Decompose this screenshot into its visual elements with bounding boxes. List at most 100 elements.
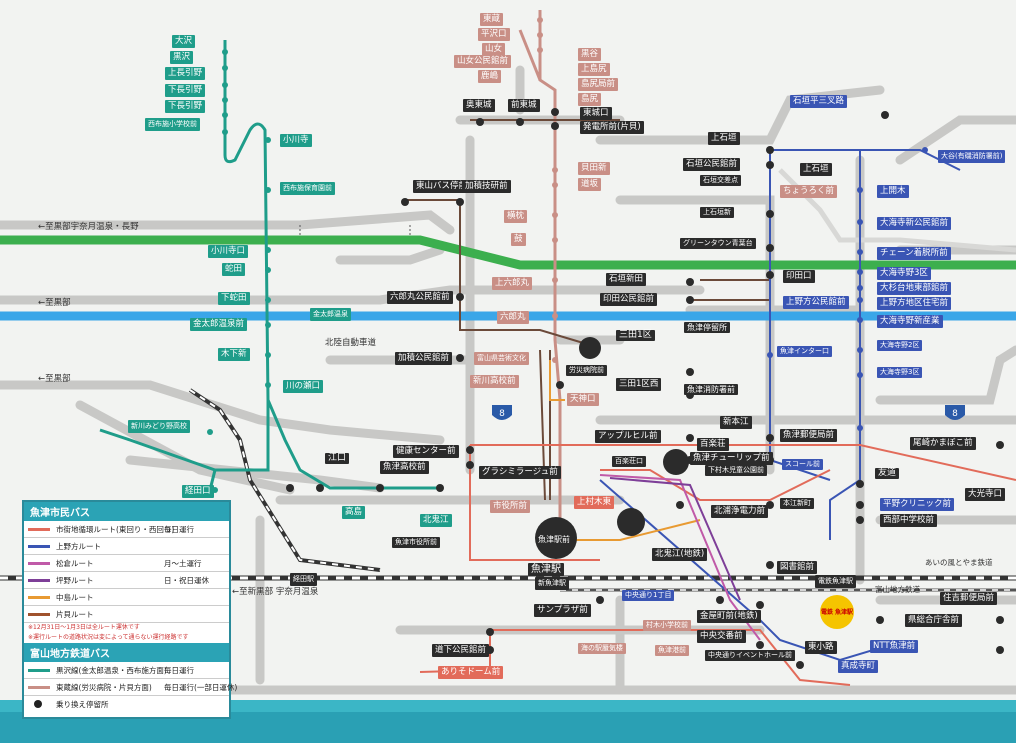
stop-uozu-fire-station[interactable]: 魚津消防署前	[684, 384, 738, 395]
stop-ozaki-kamaboko[interactable]: 尾崎かまぼこ前	[910, 437, 976, 450]
stop-kurosawa[interactable]: 黒沢	[170, 51, 194, 64]
stop-shimojada[interactable]: 下蛇田	[218, 292, 250, 305]
stop-kintaro-onsen[interactable]: 金太郎温泉	[310, 308, 351, 321]
stop-toyama-arts[interactable]: 富山県芸術文化	[474, 352, 529, 365]
stop-ishigaki-shinden[interactable]: 石垣新田	[606, 273, 647, 286]
stop-inden-hall[interactable]: 印田公民館前	[600, 293, 658, 306]
stop-seibu-jhs[interactable]: 西部中学校前	[880, 514, 938, 527]
stop-chuo-event-hall[interactable]: 中央通りイベントホール前	[705, 650, 795, 661]
stop-nishifuse-school[interactable]: 西布施小学校前	[145, 118, 200, 131]
stop-osawa[interactable]: 大沢	[172, 35, 196, 48]
stop-kamiishigaki[interactable]: 上石垣	[708, 132, 740, 145]
stop-shinkawa-midorino-hs[interactable]: 新川みどり野高校	[128, 420, 190, 433]
stop-kaminogata-housing[interactable]: 上野方地区住宅前	[877, 297, 952, 310]
stop-ariso-dome[interactable]: ありそドーム前	[438, 666, 504, 679]
stop-sunplaza[interactable]: サンプラザ前	[534, 604, 591, 617]
stop-hongo-shinmachi[interactable]: 本江新町	[780, 498, 814, 509]
uozu-station[interactable]: 魚津駅	[528, 563, 564, 576]
stop-shimajiri-kyoku[interactable]: 島尻局前	[578, 78, 619, 91]
stop-tomomichi[interactable]: 友道	[875, 468, 900, 479]
stop-chuo-1chome[interactable]: 中央通り1丁目	[622, 590, 675, 601]
stop-nishifuse-nursery[interactable]: 西布施保育園前	[280, 182, 335, 195]
stop-kaminagahikino[interactable]: 上長引野	[165, 67, 206, 80]
stop-city-hall[interactable]: 魚津市役所前	[392, 537, 440, 548]
stop-muragi-school[interactable]: 村木小学校前	[643, 620, 691, 631]
stop-michishita[interactable]: 道下公民館前	[432, 644, 490, 657]
stop-uozu-hs[interactable]: 魚津高校前	[380, 461, 429, 474]
stop-uozu-tulip[interactable]: 魚津チューリップ前	[690, 452, 773, 465]
kyoden-station[interactable]: 経田駅	[290, 573, 317, 586]
stop-kamihiraki[interactable]: 上開木	[877, 185, 909, 198]
stop-higashikura[interactable]: 東蔵	[480, 13, 504, 26]
stop-rokuromaru-hall[interactable]: 六郎丸公民館前	[387, 291, 453, 304]
stop-higashiyama-bus[interactable]: 東山バス停前	[413, 180, 471, 193]
stop-kinoshitashin[interactable]: 木下新	[218, 348, 250, 361]
stop-kitaonie-chitetsu[interactable]: 北鬼江(地鉄)	[652, 548, 708, 561]
stop-uozu-ic[interactable]: 魚津インター口	[777, 346, 832, 357]
stop-sanden-1ku[interactable]: 三田1区	[616, 330, 655, 341]
stop-michisaka[interactable]: 道坂	[578, 178, 602, 191]
chitetsu-uozu-station[interactable]: 電鉄魚津駅	[815, 575, 856, 588]
stop-higashikoji[interactable]: 東小路	[805, 641, 837, 654]
stop-uozu-port[interactable]: 魚津港前	[655, 645, 689, 656]
stop-hirasawaguchi[interactable]: 平沢口	[478, 28, 510, 41]
stop-library[interactable]: 図書館前	[777, 561, 818, 574]
stop-ishigaki-intersection[interactable]: 石垣交差点	[700, 175, 741, 186]
stop-hirano-clinic[interactable]: 平野クリニック前	[880, 498, 955, 511]
stop-shinhongo[interactable]: 新本江	[720, 416, 752, 429]
stop-shiyakusho-mae[interactable]: 市役所前	[490, 500, 531, 513]
stop-grace-mirage[interactable]: グラシミラージュ前	[479, 466, 561, 479]
stop-shimonagahikino-2[interactable]: 下長引野	[165, 100, 206, 113]
stop-prefectural-office[interactable]: 県総合庁舎前	[905, 614, 963, 627]
stop-sumiyoshi-post[interactable]: 住吉郵便局前	[940, 592, 998, 605]
stop-daikaijino-2ku[interactable]: 大海寺野2区	[877, 340, 923, 351]
stop-otani[interactable]: 大谷(有磯消防署前)	[938, 150, 1006, 163]
stop-rosai-hospital[interactable]: 労災病院前	[566, 365, 607, 376]
stop-eguchi[interactable]: 江口	[325, 453, 350, 464]
stop-health-center[interactable]: 健康センター前	[393, 445, 459, 458]
stop-ogawadera-guchi[interactable]: 小川寺口	[208, 245, 249, 258]
stop-kazumi-giken[interactable]: 加積技研前	[462, 180, 511, 193]
stop-kaidashin[interactable]: 貝田新	[578, 162, 610, 175]
stop-shinkawa-hs[interactable]: 新川高校前	[470, 375, 519, 388]
stop-tenjinguchi[interactable]: 天神口	[567, 393, 599, 406]
stop-kyodenguchi[interactable]: 経田口	[182, 485, 214, 498]
stop-shimomuragi-park[interactable]: 下村木児童公園前	[705, 465, 767, 476]
stop-kamirokuromaru[interactable]: 上六郎丸	[492, 277, 533, 290]
stop-daikaijino-3ku-b[interactable]: 大海寺野3区	[877, 367, 923, 378]
stop-daikaiji-shin[interactable]: 大海寺新公民館前	[877, 217, 952, 230]
stop-shimoishigaki[interactable]: 上石垣	[800, 163, 832, 176]
stop-tojoguchi[interactable]: 東城口	[580, 107, 612, 120]
stop-ntt-uozu[interactable]: NTT魚津前	[870, 640, 919, 653]
stop-chuo-koban[interactable]: 中央交番前	[697, 630, 746, 643]
stop-indenguchi[interactable]: 印田口	[783, 270, 815, 283]
stop-maetojo[interactable]: 前東城	[508, 99, 540, 112]
stop-ishigakidaira[interactable]: 石垣平三叉路	[790, 95, 848, 108]
stop-kanaya-machi[interactable]: 金屋町前(地鉄)	[697, 610, 761, 623]
stop-kamiishigaki-shin[interactable]: 上石垣新	[700, 207, 734, 218]
stop-tsuzumi[interactable]: 鼓	[511, 233, 526, 246]
stop-kaminogata-hall[interactable]: 上野方公民館前	[783, 296, 849, 309]
stop-kamimuragi-higashi[interactable]: 上村木東	[574, 496, 615, 509]
stop-shinjoji[interactable]: 真成寺町	[838, 660, 879, 673]
stop-hyakurakuso[interactable]: 百楽荘	[697, 438, 729, 451]
stop-uozu-teiryujo[interactable]: 魚津停留所	[684, 322, 730, 333]
stop-umi-no-eki[interactable]: 海の駅蜃気楼	[578, 643, 626, 654]
stop-kintaro-onsen-mae[interactable]: 金太郎温泉前	[190, 318, 248, 331]
stop-kawanoseguchi[interactable]: 川の瀬口	[283, 380, 324, 393]
stop-kuroya[interactable]: 黒谷	[578, 48, 602, 61]
stop-okutojo[interactable]: 奥東城	[463, 99, 495, 112]
stop-chourokumae[interactable]: ちょうろく前	[780, 185, 838, 198]
stop-yokomakura[interactable]: 横枕	[504, 210, 528, 223]
stop-kashima[interactable]: 鹿嶋	[478, 70, 502, 83]
stop-hatsudensho[interactable]: 発電所前(片貝)	[580, 121, 644, 134]
stop-kamishimajiri[interactable]: 上島尻	[578, 63, 610, 76]
stop-ogawadera[interactable]: 小川寺	[280, 134, 312, 147]
shin-uozu-station[interactable]: 新魚津駅	[535, 577, 569, 590]
stop-daikaijino-new[interactable]: 大海寺野新産業	[877, 315, 943, 328]
stop-shimajiri[interactable]: 島尻	[578, 93, 602, 106]
stop-ishigaki-hall[interactable]: 石垣公民館前	[683, 158, 741, 171]
stop-squall[interactable]: スコール前	[782, 459, 823, 470]
stop-yamaonna[interactable]: 山女	[482, 43, 506, 56]
stop-kitaonie-teal[interactable]: 北鬼江	[420, 514, 452, 527]
